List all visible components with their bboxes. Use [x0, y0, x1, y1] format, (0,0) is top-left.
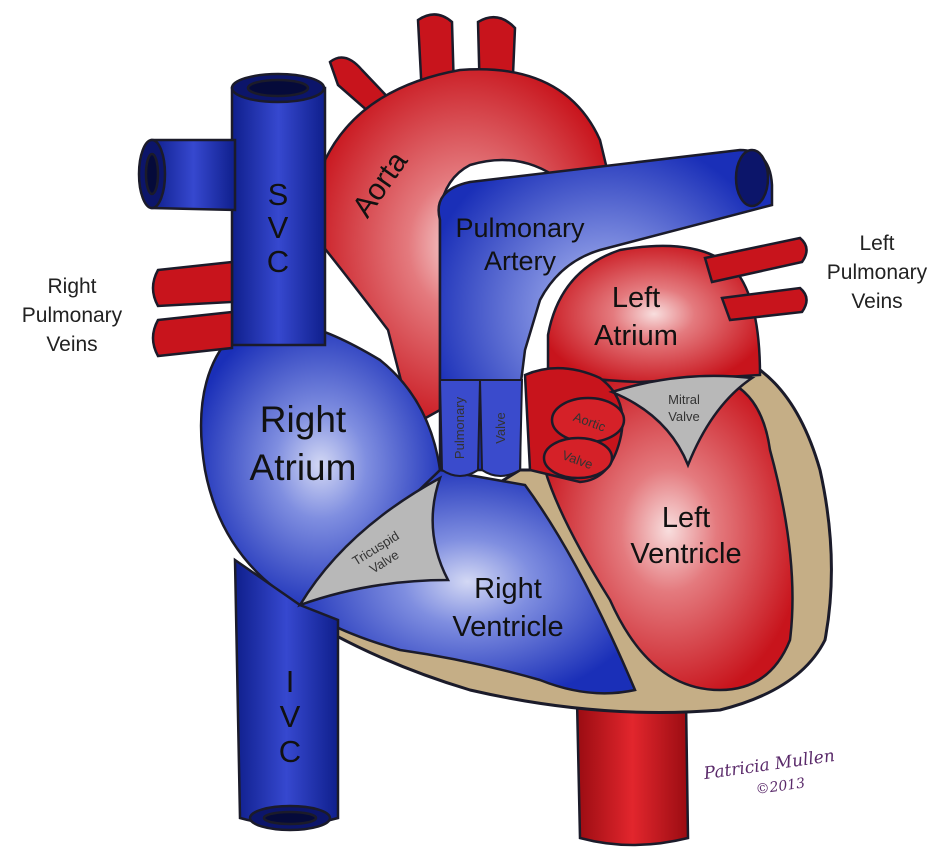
- right-pulmonary-veins-label-line3: Veins: [46, 333, 97, 356]
- left-pulmonary-veins-label-line1: Left: [859, 232, 894, 255]
- artist-signature: Patricia Mullen ©2013: [702, 746, 839, 805]
- svc-letter-v: V: [268, 210, 289, 245]
- left-ventricle-label-line2: Ventricle: [630, 538, 741, 570]
- ivc-letter-i: I: [286, 664, 295, 699]
- pulmonary-artery-label-line2: Artery: [484, 246, 557, 276]
- left-pulmonary-veins-label: Left Pulmonary Veins: [827, 232, 928, 313]
- left-pulmonary-veins-label-line3: Veins: [851, 290, 902, 313]
- pulmonary-valve-label-line2: Valve: [493, 412, 508, 444]
- right-ventricle-label-line1: Right: [474, 573, 542, 605]
- ivc-letter-v: V: [280, 699, 301, 734]
- brachiocephalic-vein: [139, 140, 235, 210]
- right-atrium-label-line1: Right: [260, 399, 347, 440]
- signature-year: ©2013: [755, 775, 806, 798]
- descending-aorta: [577, 700, 688, 845]
- left-atrium-label-line2: Atrium: [594, 320, 678, 352]
- left-pulmonary-veins-label-line2: Pulmonary: [827, 261, 928, 284]
- right-atrium-label-line2: Atrium: [250, 447, 357, 488]
- svc-letter-c: C: [267, 244, 289, 279]
- right-pulmonary-veins-label: Right Pulmonary Veins: [22, 275, 123, 356]
- pulmonary-valve-label-line1: Pulmonary: [452, 396, 467, 459]
- right-pulmonary-veins-label-line1: Right: [47, 275, 96, 298]
- signature-name: Patricia Mullen: [702, 746, 836, 784]
- mitral-valve-label-line2: Valve: [668, 409, 700, 424]
- pulmonary-artery-label-line1: Pulmonary: [455, 213, 585, 243]
- left-atrium-label-line1: Left: [612, 282, 660, 314]
- right-pulmonary-veins-label-line2: Pulmonary: [22, 304, 123, 327]
- svc-label: S V C: [267, 177, 289, 279]
- mitral-valve-label-line1: Mitral: [668, 392, 700, 407]
- right-pulmonary-veins: [153, 262, 232, 356]
- svc-letter-s: S: [268, 177, 289, 212]
- left-ventricle-label-line1: Left: [662, 502, 710, 534]
- ivc-letter-c: C: [279, 734, 301, 769]
- right-ventricle-label-line2: Ventricle: [452, 611, 563, 643]
